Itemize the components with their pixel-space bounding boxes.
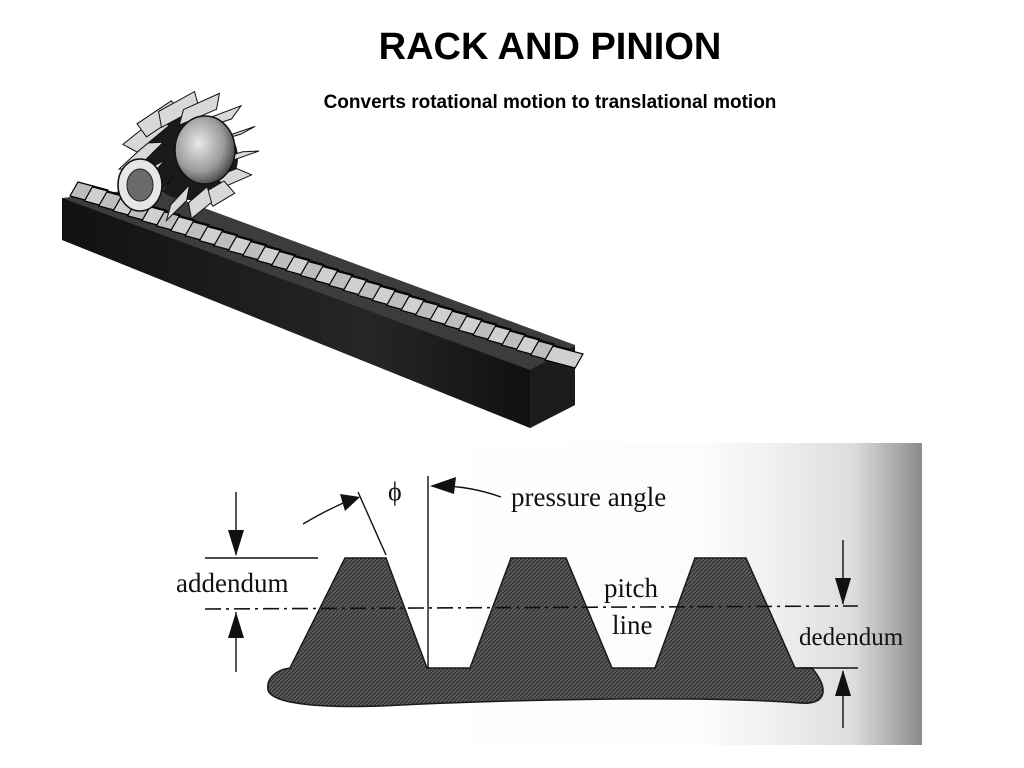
rack-tooth (544, 345, 584, 369)
pinion-tooth (178, 92, 221, 127)
dedendum-arrow-up (835, 670, 851, 696)
pinion-tooth (165, 183, 191, 223)
page-subtitle: Converts rotational motion to translatio… (323, 92, 777, 113)
line-label: line (612, 610, 653, 640)
rack-profile (267, 557, 824, 708)
rack-end-face (530, 345, 575, 428)
phi-arrow (340, 494, 360, 511)
rack-pinion-illustration (62, 90, 584, 428)
pressure-angle-label: pressure angle (511, 482, 666, 512)
tooth-flank-extension (357, 491, 387, 556)
pitch-line (204, 605, 859, 610)
pinion-hub (174, 115, 236, 185)
pitch-label: pitch (604, 573, 658, 603)
tooth-profile-diagram (204, 443, 922, 745)
rack-teeth (69, 181, 584, 369)
dedendum-label: dedendum (799, 624, 904, 651)
addendum-arrow-down (228, 530, 244, 556)
pinion-tooth (187, 185, 213, 220)
pinion-gear (117, 90, 260, 223)
phi-label: ϕ (388, 477, 402, 506)
pressure-angle-arrow (430, 477, 456, 494)
addendum-label: addendum (176, 568, 288, 598)
rack-front-face (62, 198, 575, 428)
page-title: RACK AND PINION (378, 26, 722, 68)
addendum-arrow-up (228, 612, 244, 638)
dedendum-arrow-down (835, 578, 851, 605)
